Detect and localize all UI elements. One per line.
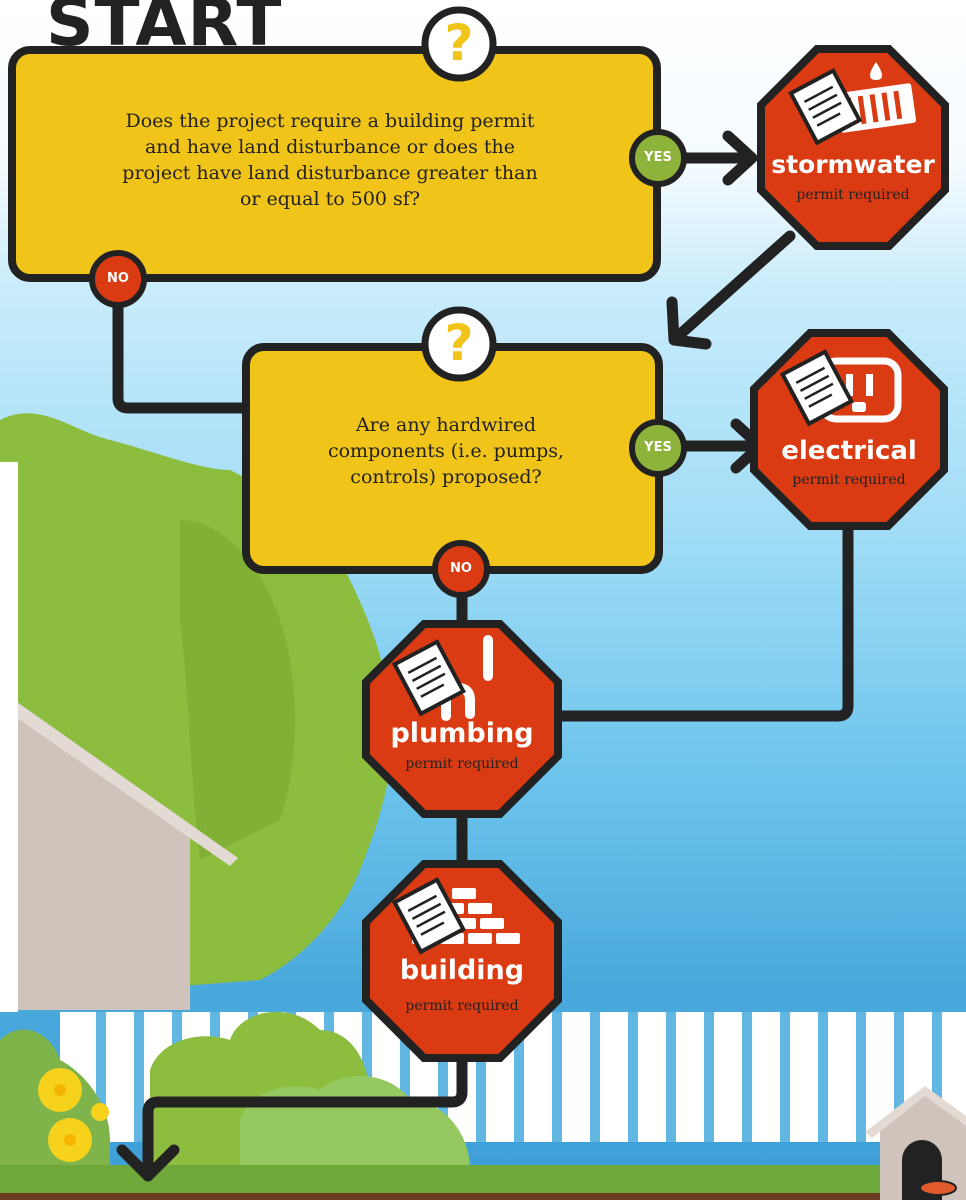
question-marker-2: [421, 306, 497, 382]
permit-name-plumbing: plumbing: [390, 718, 534, 749]
permit-name-electrical: electrical: [781, 436, 917, 466]
question-marker-1: [421, 6, 497, 82]
white-wall-panel: [0, 462, 18, 1012]
connector-building-to-end: [142, 1054, 468, 1178]
permit-sub-building: permit required: [405, 998, 519, 1014]
yes-badge-2-label: YES: [644, 440, 672, 455]
permit-sub-plumbing: permit required: [405, 756, 519, 772]
permit-name-building: building: [399, 955, 525, 986]
tree-canopy-shade: [180, 520, 295, 860]
connector-electrical-to-plumbing: [554, 524, 854, 722]
no-badge-1-label: NO: [107, 271, 129, 286]
yes-badge-1: [629, 129, 687, 187]
permit-name-stormwater: stormwater: [771, 150, 935, 179]
question-2-text: Are any hardwired components (i.e. pumps…: [327, 414, 565, 488]
document-icon-plumbing: [391, 639, 466, 717]
no-badge-2: [432, 540, 490, 598]
no-badge-1: [89, 250, 147, 308]
connector-q1-no: [112, 279, 252, 414]
arrowhead-q2: [666, 296, 712, 350]
arrowhead-stormwater: [722, 130, 758, 186]
yes-badge-1-label: YES: [644, 150, 672, 165]
permit-sign-stormwater: [757, 45, 949, 250]
document-icon-electrical: [779, 349, 854, 427]
permit-sub-electrical: permit required: [792, 472, 906, 488]
yes-badge-2: [629, 419, 687, 477]
start-title: START: [46, 0, 283, 61]
question-1-text: Does the project require a building perm…: [122, 110, 538, 210]
connector-stormwater-to-q2: [670, 230, 796, 344]
question-marker-2-glyph: ?: [444, 314, 474, 372]
no-badge-2-label: NO: [450, 561, 472, 576]
permit-sub-stormwater: permit required: [796, 187, 910, 203]
document-icon-stormwater: [788, 68, 863, 146]
shed-roof-wall: [0, 700, 190, 1010]
dirt-strip: [0, 1193, 966, 1200]
shed-roof-edge: [0, 690, 238, 866]
dog-house: [865, 1086, 966, 1200]
arrowhead-end: [116, 1144, 180, 1182]
document-icon-building: [391, 877, 466, 955]
question-marker-1-glyph: ?: [444, 14, 474, 72]
